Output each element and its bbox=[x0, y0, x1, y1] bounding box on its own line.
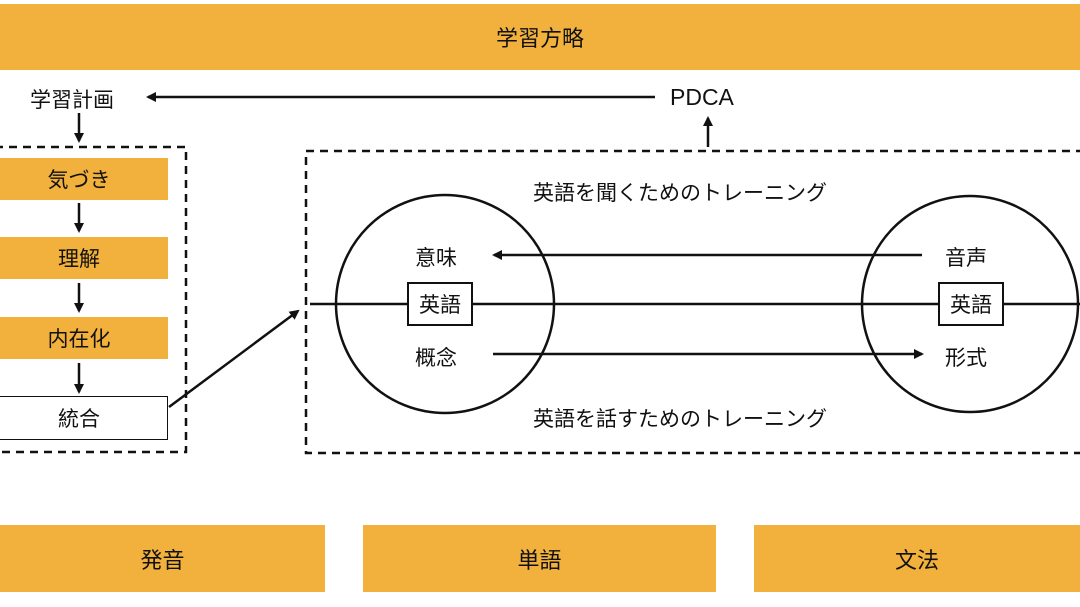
foundation-label: 発音 bbox=[140, 548, 185, 574]
foundation-label: 文法 bbox=[894, 548, 939, 574]
speaking-training-label: 英語を話すためのトレーニング bbox=[533, 407, 827, 431]
training-box bbox=[304, 149, 1080, 455]
english-label: 英語 bbox=[950, 293, 992, 317]
english-box-right: 英語 bbox=[938, 282, 1004, 326]
foundation-grammar: 文法 bbox=[754, 525, 1080, 592]
integration-arrow bbox=[168, 309, 300, 409]
sound-label: 音声 bbox=[945, 246, 987, 270]
pdca-label: PDCA bbox=[670, 84, 734, 110]
foundation-pronunciation: 発音 bbox=[0, 525, 325, 592]
listening-training-label: 英語を聞くためのトレーニング bbox=[533, 181, 827, 205]
foundation-label: 単語 bbox=[517, 548, 562, 574]
form-label: 形式 bbox=[945, 346, 987, 370]
step-awareness: 気づき bbox=[0, 158, 168, 200]
learning-process-box bbox=[0, 145, 188, 454]
step-integration: 統合 bbox=[0, 396, 168, 440]
header-band: 学習方略 bbox=[0, 4, 1080, 70]
step-label: 理解 bbox=[58, 247, 100, 271]
meaning-label: 意味 bbox=[415, 246, 457, 270]
english-box-left: 英語 bbox=[407, 282, 473, 326]
step-label: 内在化 bbox=[47, 327, 111, 351]
foundation-vocabulary: 単語 bbox=[363, 525, 716, 592]
study-plan-label: 学習計画 bbox=[30, 88, 114, 112]
step-label: 気づき bbox=[47, 168, 111, 192]
english-label: 英語 bbox=[419, 293, 461, 317]
header-title: 学習方略 bbox=[495, 27, 584, 52]
step-internalization: 内在化 bbox=[0, 317, 168, 359]
concept-label: 概念 bbox=[415, 346, 457, 370]
step-understanding: 理解 bbox=[0, 237, 168, 279]
step-label: 統合 bbox=[58, 407, 100, 431]
